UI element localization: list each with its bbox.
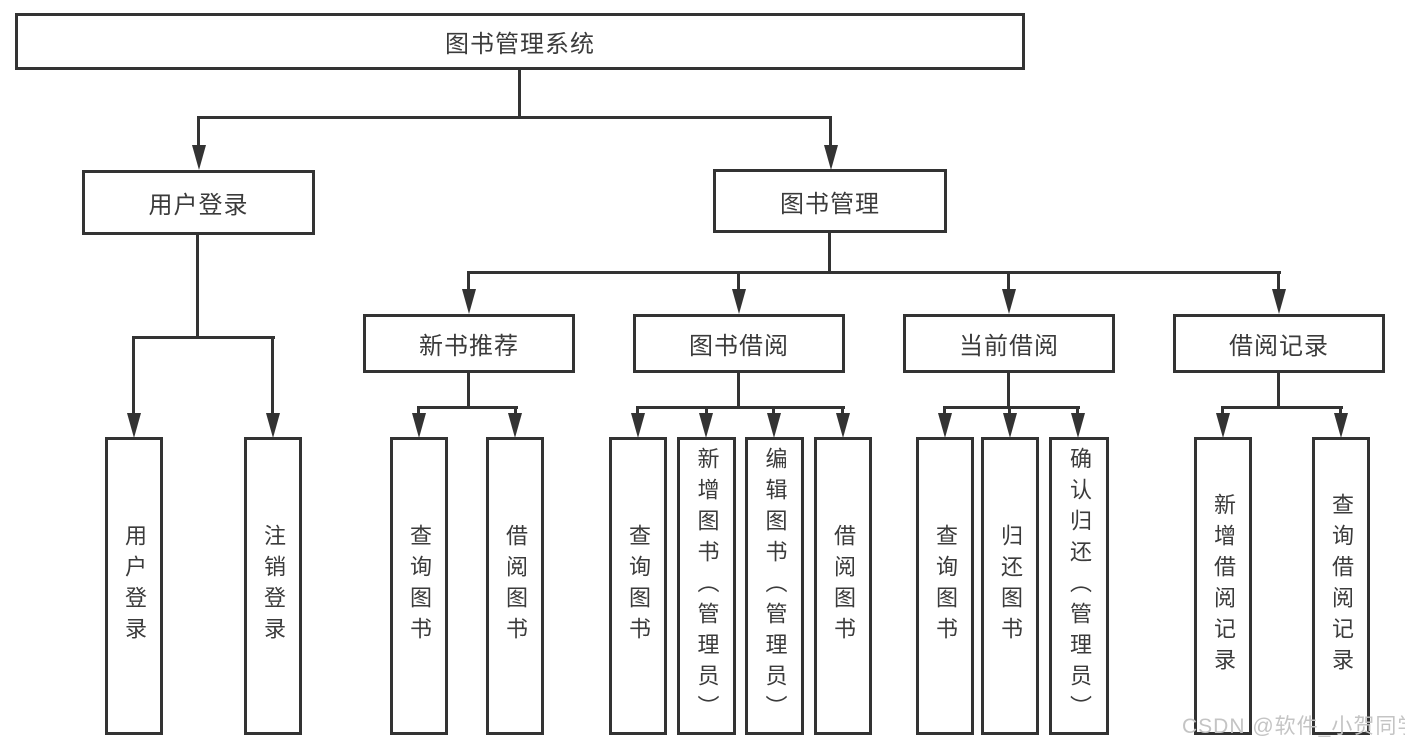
- edge-drop-add-record: [1221, 406, 1224, 416]
- leaf-query-book-a: 查询图书: [390, 437, 448, 735]
- leaf-user-login: 用户登录: [105, 437, 163, 735]
- leaf-borrow-book-b: 借阅图书: [814, 437, 872, 735]
- leaf-return-book-label: 归还图书: [998, 524, 1023, 648]
- arrow-add-book: [699, 413, 713, 438]
- leaf-add-book-admin: 新增图书（管理员）: [677, 437, 736, 735]
- leaf-query-book-c: 查询图书: [916, 437, 974, 735]
- arrow-add-record: [1216, 413, 1230, 438]
- edge-drop-borrow-book-a: [514, 406, 517, 416]
- node-root: 图书管理系统: [15, 13, 1025, 70]
- leaf-edit-book-admin-label: 编辑图书（管理员）: [762, 446, 788, 726]
- leaf-borrow-book-b-label: 借阅图书: [831, 524, 856, 648]
- edge-drop-book-mgmt: [829, 116, 832, 147]
- edge-book-mgmt-hbar: [467, 271, 1281, 274]
- arrow-query-book-c: [938, 413, 952, 438]
- edge-drop-current-borrow: [1007, 271, 1010, 292]
- leaf-add-book-admin-label: 新增图书（管理员）: [694, 446, 720, 726]
- edge-new-book-rec-hbar: [417, 406, 518, 409]
- arrow-query-record: [1334, 413, 1348, 438]
- node-borrow-record-label: 借阅记录: [1229, 333, 1329, 360]
- leaf-query-record: 查询借阅记录: [1312, 437, 1370, 735]
- edge-drop-leaf-user-login: [132, 336, 135, 415]
- leaf-query-record-label: 查询借阅记录: [1329, 493, 1354, 679]
- node-root-label: 图书管理系统: [445, 31, 595, 58]
- node-user-login-label: 用户登录: [148, 192, 249, 219]
- edge-book-borrow-hbar: [636, 406, 845, 409]
- leaf-borrow-book-a: 借阅图书: [486, 437, 544, 735]
- node-user-login: 用户登录: [82, 170, 315, 235]
- edge-drop-query-book-a: [417, 406, 420, 416]
- arrow-user-login: [192, 145, 206, 170]
- node-new-book-rec: 新书推荐: [363, 314, 575, 373]
- edge-drop-book-borrow: [737, 271, 740, 292]
- edge-current-borrow-stem: [1007, 373, 1010, 409]
- leaf-logout-label: 注销登录: [261, 524, 286, 648]
- watermark: CSDN @软件_小贺同学: [1182, 715, 1405, 738]
- edge-drop-query-book-b: [636, 406, 639, 416]
- edge-drop-confirm-return: [1076, 406, 1079, 416]
- leaf-add-record-label: 新增借阅记录: [1211, 493, 1236, 679]
- leaf-query-book-b: 查询图书: [609, 437, 667, 735]
- leaf-confirm-return-admin-label: 确认归还（管理员）: [1067, 446, 1092, 726]
- arrow-new-book-rec: [462, 289, 476, 314]
- arrow-book-mgmt: [824, 145, 838, 170]
- node-borrow-record: 借阅记录: [1173, 314, 1385, 373]
- edge-root-hbar: [197, 116, 832, 119]
- edge-book-mgmt-stem: [828, 233, 831, 273]
- edge-drop-edit-book: [772, 406, 775, 416]
- arrow-borrow-book-b: [836, 413, 850, 438]
- edge-drop-borrow-record: [1277, 271, 1280, 292]
- edge-book-borrow-stem: [737, 373, 740, 409]
- arrow-borrow-record: [1272, 289, 1286, 314]
- leaf-query-book-c-label: 查询图书: [933, 524, 958, 648]
- node-new-book-rec-label: 新书推荐: [419, 333, 519, 360]
- edge-new-book-rec-stem: [467, 373, 470, 409]
- node-book-mgmt: 图书管理: [713, 169, 947, 233]
- edge-drop-new-book-rec: [467, 271, 470, 292]
- edge-drop-leaf-logout: [271, 336, 274, 415]
- leaf-return-book: 归还图书: [981, 437, 1039, 735]
- arrow-confirm-return: [1071, 413, 1085, 438]
- node-book-borrow: 图书借阅: [633, 314, 845, 373]
- edge-root-stem: [518, 70, 521, 118]
- edge-current-borrow-hbar: [943, 406, 1080, 409]
- edge-borrow-record-hbar: [1221, 406, 1343, 409]
- node-book-mgmt-label: 图书管理: [780, 190, 880, 218]
- edge-drop-borrow-book-b: [841, 406, 844, 416]
- leaf-borrow-book-a-label: 借阅图书: [503, 524, 528, 648]
- arrow-return-book: [1003, 413, 1017, 438]
- edge-user-login-stem: [196, 235, 199, 337]
- node-book-borrow-label: 图书借阅: [689, 333, 789, 360]
- arrow-leaf-user-login: [127, 413, 141, 438]
- leaf-confirm-return-admin: 确认归还（管理员）: [1049, 437, 1109, 735]
- arrow-current-borrow: [1002, 289, 1016, 314]
- edge-borrow-record-stem: [1277, 373, 1280, 409]
- arrow-borrow-book-a: [508, 413, 522, 438]
- edge-drop-user-login: [197, 116, 200, 148]
- edge-drop-query-record: [1339, 406, 1342, 416]
- edge-user-login-hbar: [132, 336, 275, 339]
- leaf-query-book-b-label: 查询图书: [626, 524, 651, 648]
- arrow-edit-book: [767, 413, 781, 438]
- node-current-borrow: 当前借阅: [903, 314, 1115, 373]
- arrow-query-book-a: [412, 413, 426, 438]
- arrow-book-borrow: [732, 289, 746, 314]
- edge-drop-return-book: [1008, 406, 1011, 416]
- arrow-leaf-logout: [266, 413, 280, 438]
- leaf-user-login-label: 用户登录: [122, 524, 147, 648]
- edge-drop-query-book-c: [943, 406, 946, 416]
- leaf-edit-book-admin: 编辑图书（管理员）: [745, 437, 804, 735]
- node-current-borrow-label: 当前借阅: [959, 333, 1059, 360]
- leaf-query-book-a-label: 查询图书: [407, 524, 432, 648]
- edge-drop-add-book: [705, 406, 708, 416]
- leaf-add-record: 新增借阅记录: [1194, 437, 1252, 735]
- arrow-query-book-b: [631, 413, 645, 438]
- leaf-logout: 注销登录: [244, 437, 302, 735]
